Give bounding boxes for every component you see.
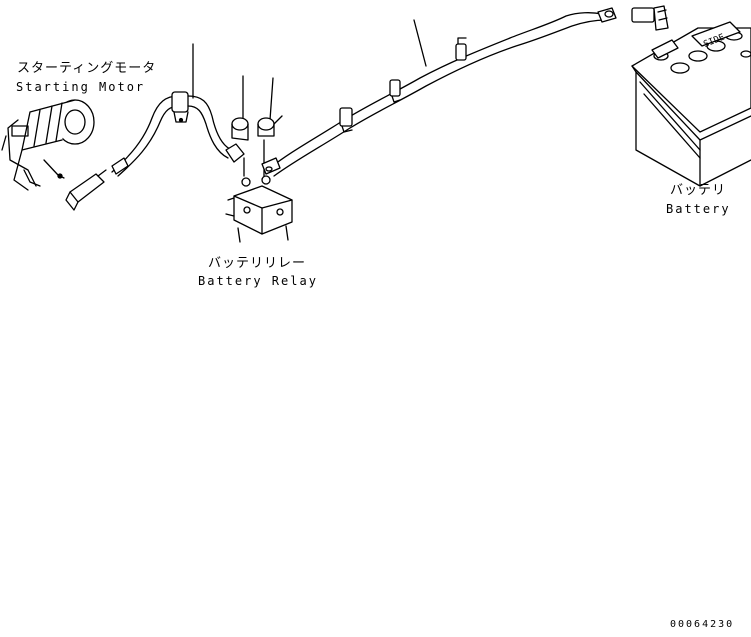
relay-terminal-boots: [225, 115, 283, 179]
starting-motor-label-jp: スターティングモータ: [17, 61, 157, 76]
leader-lines: [192, 19, 427, 123]
starter-cable: [111, 95, 181, 177]
ring-terminal: [597, 7, 617, 23]
cable-clamps: [339, 37, 467, 133]
battery-relay-label-jp: バッテリリレー: [208, 256, 307, 271]
starting-motor-label-en: Starting Motor: [16, 80, 146, 94]
battery-label-en: Battery: [666, 202, 731, 216]
battery-cable: [261, 12, 607, 177]
motor-terminal-boot: [65, 169, 107, 211]
battery-relay-label-en: Battery Relay: [198, 274, 318, 288]
starting-motor: [1, 99, 95, 191]
figure-number: 00064230: [670, 619, 735, 630]
clamp-1: [171, 91, 189, 123]
battery-label-jp: バッテリ: [670, 183, 727, 198]
relay-cable-1: [187, 95, 233, 159]
battery: SIDE: [631, 21, 751, 187]
battery-relay: [225, 175, 293, 243]
battery-terminal-cap: [631, 5, 669, 31]
